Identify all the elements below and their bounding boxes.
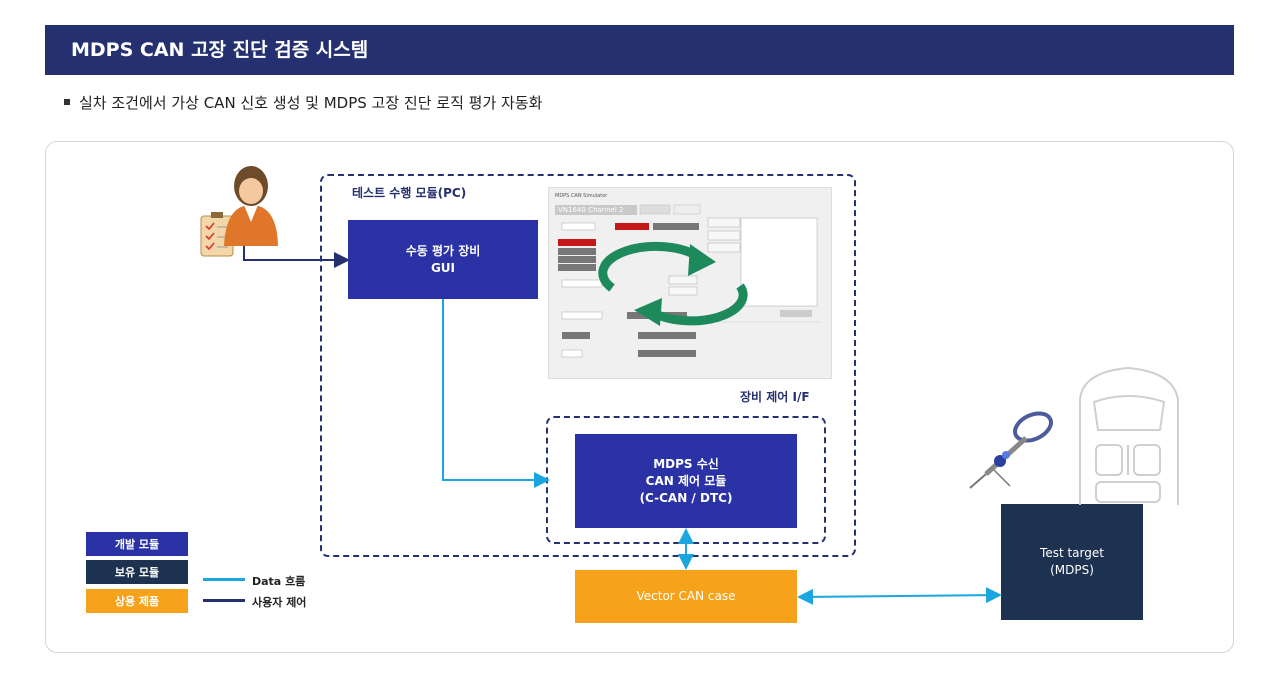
cycle-arrows-icon [598,241,748,326]
simulator-ui-detail [558,204,820,358]
mdps-can-module-box: MDPS 수신 CAN 제어 모듈 (C-CAN / DTC) [575,434,797,528]
vector-target-line [797,587,1002,605]
pc-module-frame [320,174,856,557]
device-if-label: 장비 제어 I/F [740,390,810,404]
legend-data-line [203,578,245,581]
legend-data-label: Data 흐름 [252,575,306,588]
bullet-icon [64,98,70,105]
car-top-view-icon [1079,366,1179,505]
vector-can-case-box: Vector CAN case [575,570,797,623]
test-target-box: Test target (MDPS) [1001,504,1143,620]
simulator-channel: VN1640 Channel 2 [555,205,637,215]
legend-commercial: 상용 제품 [86,589,188,613]
subtitle: 실차 조건에서 가상 CAN 신호 생성 및 MDPS 고장 진단 로직 평가 … [64,92,542,113]
page-title: MDPS CAN 고장 진단 검증 시스템 [71,39,369,61]
steering-column-icon [969,411,1053,489]
simulator-title: MDPS CAN Simulator [555,193,608,199]
user-with-checklist-icon [200,166,278,257]
legend-user-line [203,599,245,602]
gui-to-mdps-line [442,299,550,488]
subtitle-text: 실차 조건에서 가상 CAN 신호 생성 및 MDPS 고장 진단 로직 평가 … [79,94,543,112]
title-bar: MDPS CAN 고장 진단 검증 시스템 [45,25,1234,75]
legend-dev-module: 개발 모듈 [86,532,188,556]
gui-box: 수동 평가 장비 GUI [348,220,538,299]
legend-user-label: 사용자 제어 [252,596,307,609]
pc-module-label: 테스트 수행 모듈(PC) [352,186,467,200]
legend-owned-module: 보유 모듈 [86,560,188,584]
